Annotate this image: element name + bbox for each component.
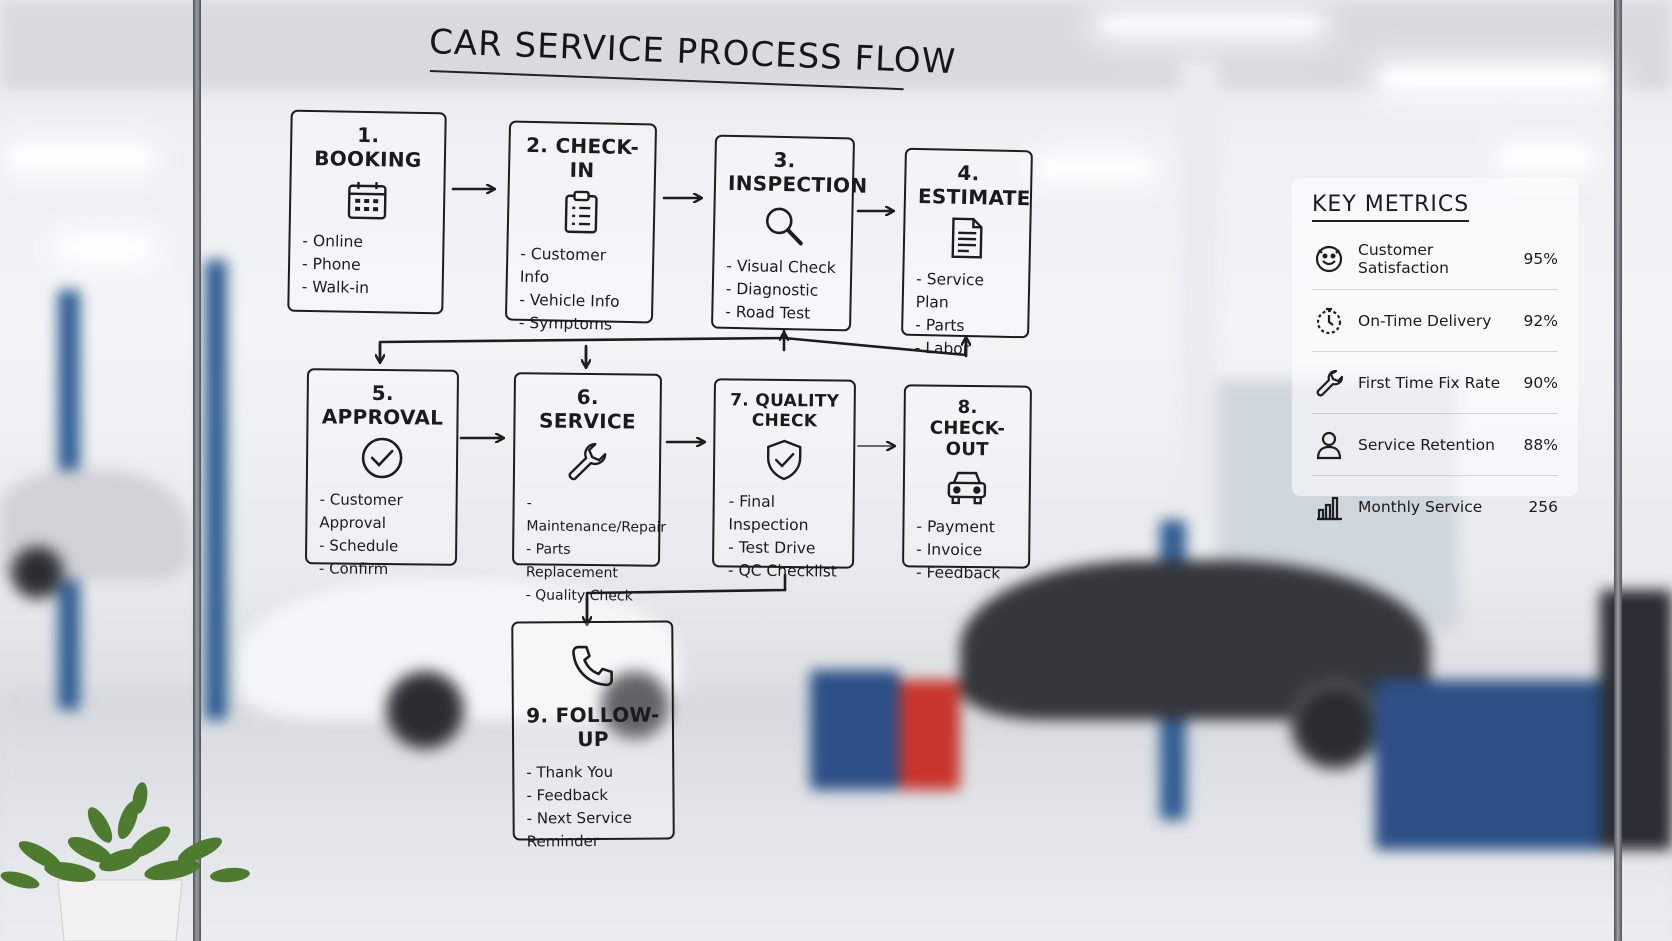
clipboard-icon: [521, 188, 642, 237]
metric-name: Customer Satisfaction: [1358, 240, 1449, 277]
metric-value: 256: [1528, 497, 1558, 516]
metric-value: 90%: [1523, 373, 1558, 392]
smiley-icon: [1312, 244, 1346, 274]
metric-value: 95%: [1523, 249, 1558, 268]
step-service: 6. SERVICE Maintenance/Repair Parts Repl…: [511, 372, 666, 604]
timer-icon: [1312, 306, 1346, 336]
step-label: 5. APPROVAL: [321, 380, 444, 430]
wrench-icon: [527, 439, 647, 484]
metric-name: First Time Fix Rate: [1358, 373, 1501, 392]
metric-row: Customer Satisfaction 95%: [1312, 228, 1558, 290]
metric-row: First Time Fix Rate 90%: [1312, 352, 1558, 414]
step-items: Thank You Feedback Next Service Reminder: [526, 761, 661, 854]
step-label: 9. FOLLOW-UP: [526, 702, 660, 752]
step-items: Final Inspection Test Drive QC Checklist: [722, 490, 845, 583]
step-quality-check: 7. QUALITY CHECK Final Inspection Test D…: [712, 378, 856, 581]
person-icon: [1312, 430, 1346, 460]
step-inspection: 3. INSPECTION Visual Check Diagnostic Ro…: [710, 134, 868, 332]
step-items: Maintenance/Repair Parts Replacement Qua…: [526, 492, 666, 608]
metric-name: Monthly Service: [1358, 497, 1483, 516]
step-items: Online Phone Walk-in: [301, 230, 430, 301]
car-icon: [917, 466, 1017, 507]
metric-row: Service Retention 88%: [1312, 414, 1558, 476]
step-items: Service Plan Parts Labor: [915, 268, 1017, 362]
step-label: 6. SERVICE: [538, 384, 637, 434]
metric-row: On-Time Delivery 92%: [1312, 290, 1558, 352]
step-check-out: 8. CHECK-OUT Payment Invoice Feedback: [902, 384, 1032, 582]
key-metrics-panel: KEY METRICS Customer Satisfaction 95% On…: [1292, 178, 1578, 520]
connector-row1-to-row2: [378, 328, 968, 368]
wrench-icon: [1312, 368, 1346, 398]
metric-name: Service Retention: [1358, 435, 1495, 454]
metric-value: 88%: [1523, 435, 1558, 454]
glass-frame-left: [193, 0, 201, 941]
step-items: Customer Approval Schedule Confirm: [319, 488, 444, 581]
metrics-list: Customer Satisfaction 95% On-Time Delive…: [1312, 228, 1558, 537]
phone-icon: [525, 643, 659, 690]
calendar-icon: [303, 177, 432, 223]
bar-chart-icon: [1312, 492, 1346, 522]
potted-plant: [0, 782, 250, 941]
step-items: Payment Invoice Feedback: [916, 515, 1017, 585]
step-estimate: 4. ESTIMATE Service Plan Parts Labor: [901, 147, 1033, 358]
step-items: Customer Info Vehicle Info Symptoms: [519, 243, 641, 337]
metric-row: Monthly Service 256: [1312, 476, 1558, 537]
checkmark-circle-icon: [320, 435, 444, 480]
step-label: 3. INSPECTION: [727, 147, 868, 198]
step-booking: 1. BOOKING Online Phone Walk-in: [287, 109, 447, 315]
step-follow-up: 9. FOLLOW-UP Thank You Feedback Next Ser…: [511, 620, 675, 850]
step-label: 1. BOOKING: [313, 122, 422, 172]
step-label: 8. CHECK-OUT: [929, 396, 1006, 461]
step-label: 2. CHECK-IN: [525, 132, 640, 183]
glass-frame-right: [1614, 0, 1622, 941]
metric-value: 92%: [1523, 311, 1558, 330]
step-items: Visual Check Diagnostic Road Test: [725, 255, 838, 326]
step-label: 4. ESTIMATE: [917, 160, 1031, 211]
step-check-in: 2. CHECK-IN Customer Info Vehicle Info S…: [504, 120, 658, 334]
shield-check-icon: [723, 437, 845, 482]
magnifier-icon: [727, 202, 840, 248]
metrics-title: KEY METRICS: [1312, 192, 1470, 222]
metric-name: On-Time Delivery: [1358, 311, 1492, 330]
step-approval: 5. APPROVAL Customer Approval Schedule C…: [304, 368, 460, 578]
document-icon: [917, 215, 1018, 261]
step-label: 7. QUALITY CHECK: [730, 390, 840, 432]
